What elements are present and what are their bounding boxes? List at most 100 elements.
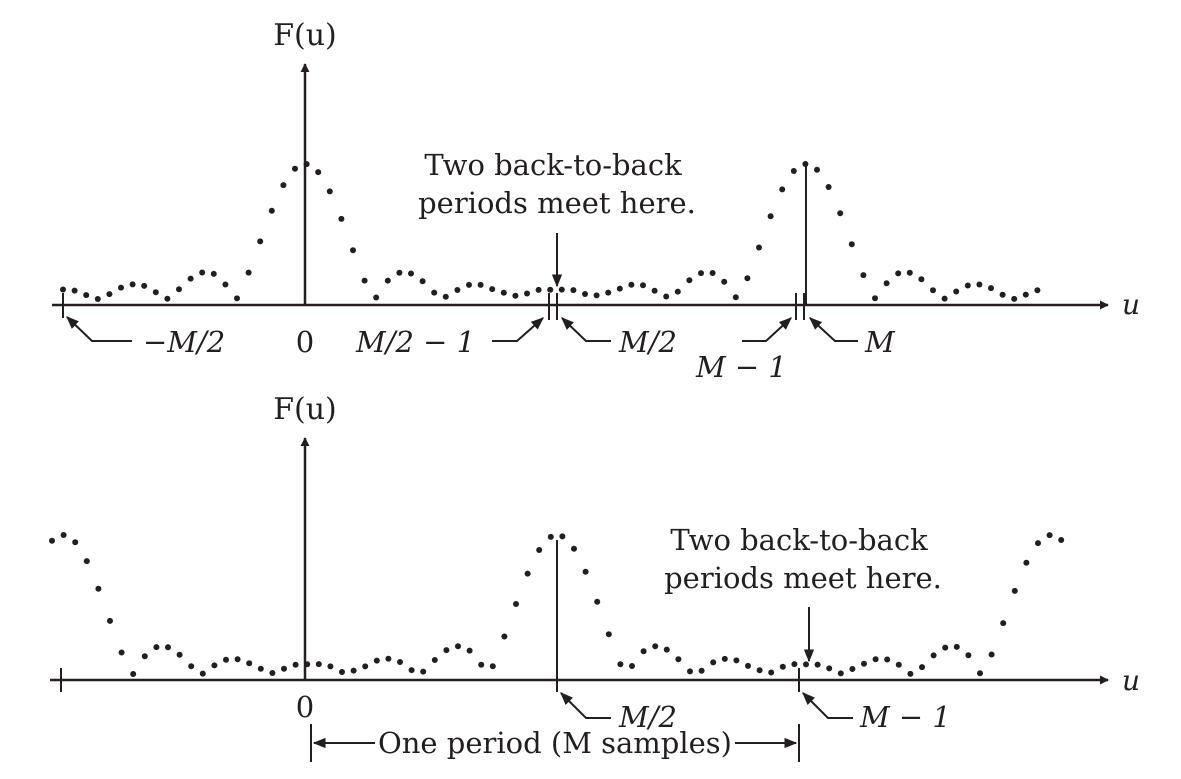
spectrum-dot xyxy=(977,670,983,677)
spectrum-dot xyxy=(919,664,925,671)
spectrum-dot xyxy=(965,652,972,659)
spectrum-dot xyxy=(617,661,624,668)
spectrum-dot xyxy=(872,295,878,302)
spectrum-dot xyxy=(640,282,646,289)
spectrum-dot xyxy=(687,668,693,675)
bottom-label-m-minus-1: M − 1 xyxy=(859,700,951,734)
spectrum-dot xyxy=(674,288,681,295)
spectrum-dot xyxy=(629,663,635,669)
spectrum-dot xyxy=(918,276,925,283)
top-spectrum-dots xyxy=(60,161,1041,302)
spectrum-dot xyxy=(721,278,728,285)
spectrum-dot xyxy=(999,291,1006,298)
spectrum-dot xyxy=(512,292,519,299)
spectrum-dot xyxy=(721,655,728,662)
spectrum-dot xyxy=(455,643,461,650)
spectrum-dot xyxy=(779,663,786,670)
spectrum-dot xyxy=(907,670,914,677)
spectrum-dot xyxy=(513,601,519,607)
spectrum-dot xyxy=(443,647,450,654)
spectrum-dot xyxy=(582,291,588,297)
spectrum-dot xyxy=(466,647,473,654)
spectrum-dot xyxy=(791,661,798,668)
spectrum-dot xyxy=(338,215,345,222)
spectrum-dot xyxy=(640,648,647,655)
spectrum-dot xyxy=(1034,287,1041,294)
spectrum-dot xyxy=(350,247,356,254)
bottom-spectrum-dots xyxy=(49,532,1065,677)
spectrum-dot xyxy=(860,272,867,279)
top-note-line1: Two back-to-back xyxy=(424,148,682,182)
spectrum-dot xyxy=(953,288,960,295)
spectrum-dot xyxy=(930,287,936,294)
spectrum-dot xyxy=(315,169,322,176)
bottom-label-m-half: M/2 xyxy=(618,700,677,734)
spectrum-dot xyxy=(500,289,507,296)
spectrum-dot xyxy=(397,659,403,665)
spectrum-dot xyxy=(1011,295,1018,302)
spectrum-dot xyxy=(906,269,913,276)
top-x-axis-label: u xyxy=(1122,288,1140,321)
spectrum-dot xyxy=(744,275,751,282)
spectrum-dot xyxy=(895,270,902,277)
spectrum-dot xyxy=(269,670,276,676)
spectrum-dot xyxy=(292,165,298,172)
spectrum-dot xyxy=(408,667,415,674)
spectrum-dot xyxy=(130,671,137,677)
top-leader-m xyxy=(809,317,858,342)
spectrum-dot xyxy=(501,633,508,640)
spectrum-dot xyxy=(524,290,530,297)
spectrum-dot xyxy=(141,282,148,289)
spectrum-dot xyxy=(60,532,67,538)
spectrum-dot xyxy=(49,537,55,544)
spectrum-dot xyxy=(454,287,461,293)
spectrum-dot xyxy=(234,295,240,302)
spectrum-dot xyxy=(373,294,380,301)
spectrum-dot xyxy=(350,667,357,674)
spectrum-dot xyxy=(814,661,821,668)
bottom-panel: F(u) u Two back-to-back periods meet her… xyxy=(49,392,1140,762)
spectrum-dot xyxy=(559,533,566,540)
spectrum-dot xyxy=(825,184,832,190)
spectrum-dot xyxy=(477,281,484,288)
spectrum-dot xyxy=(826,665,833,672)
bottom-note-line1: Two back-to-back xyxy=(670,523,928,557)
spectrum-dot xyxy=(408,270,414,277)
bottom-y-axis-label: F(u) xyxy=(273,392,337,427)
spectrum-dot xyxy=(710,659,717,666)
spectrum-dot xyxy=(883,280,890,287)
spectrum-dot xyxy=(280,182,287,189)
spectrum-dot xyxy=(895,661,902,668)
spectrum-dot xyxy=(535,286,542,293)
spectrum-dot xyxy=(234,656,241,663)
top-panel: F(u) u Two back-to-back periods meet her… xyxy=(52,18,1140,384)
spectrum-dot xyxy=(849,666,856,672)
top-label-m-half: M/2 xyxy=(618,325,677,359)
bottom-note-line2: periods meet here. xyxy=(664,561,942,595)
spectrum-dot xyxy=(176,651,183,658)
spectrum-dot xyxy=(571,545,577,552)
spectrum-dot xyxy=(442,293,449,300)
spectrum-dot xyxy=(176,286,182,293)
spectrum-dot xyxy=(257,665,264,672)
spectrum-dot xyxy=(698,270,704,277)
spectrum-dot xyxy=(872,656,879,663)
spectrum-dot xyxy=(83,558,90,565)
spectrum-dot xyxy=(698,667,705,674)
spectrum-dot xyxy=(593,292,600,299)
spectrum-dot xyxy=(431,289,438,296)
spectrum-dot xyxy=(745,662,751,669)
spectrum-dot xyxy=(210,270,217,277)
spectrum-dot xyxy=(837,210,844,217)
spectrum-dot xyxy=(489,663,496,670)
spectrum-dot xyxy=(686,277,693,284)
top-label-zero: 0 xyxy=(296,325,314,359)
spectrum-dot xyxy=(988,285,994,292)
top-leader-m-minus-1 xyxy=(742,317,792,342)
spectrum-dot xyxy=(848,241,855,248)
spectrum-dot xyxy=(976,281,983,288)
spectrum-dot xyxy=(988,651,995,658)
spectrum-dot xyxy=(779,186,786,193)
spectrum-dot xyxy=(152,289,159,296)
spectrum-dot xyxy=(188,663,195,670)
